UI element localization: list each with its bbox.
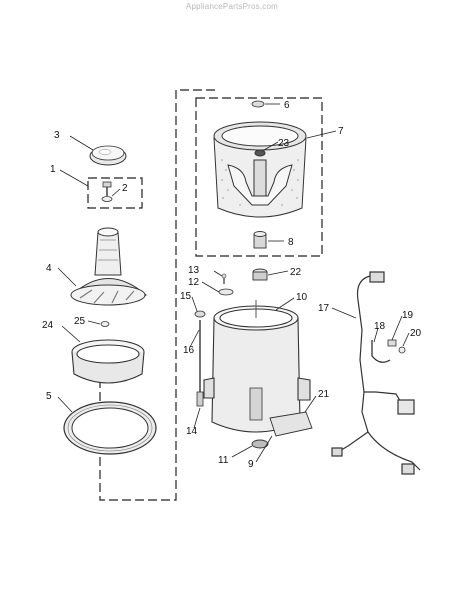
callout-4: 4 [46, 263, 52, 274]
callout-10: 10 [296, 292, 308, 303]
part-18-hose[interactable] [371, 340, 391, 363]
callout-20: 20 [410, 328, 422, 339]
group-connector-lines [87, 89, 323, 501]
watermark: AppliancePartsPros.com [186, 2, 278, 11]
basket-perforations [221, 159, 299, 206]
callout-18: 18 [374, 321, 386, 332]
part-25-washer[interactable] [100, 321, 110, 327]
callout-14: 14 [186, 426, 198, 437]
part-20-clip[interactable] [398, 346, 406, 354]
part-21-bracket[interactable] [269, 411, 313, 437]
callout-1: 1 [50, 164, 56, 175]
part-19-valve[interactable] [387, 339, 397, 347]
callout-21: 21 [318, 389, 330, 400]
callout-13: 13 [188, 265, 200, 276]
part-15-grommet[interactable] [194, 310, 206, 318]
part-7-wash-basket[interactable] [213, 121, 307, 218]
part-10-outer-tub[interactable] [203, 300, 311, 433]
part-14-spring[interactable] [196, 391, 204, 407]
callout-3: 3 [54, 130, 60, 141]
part-4-agitator[interactable] [70, 227, 147, 306]
callout-7: 7 [338, 126, 344, 137]
callout-15: 15 [180, 291, 192, 302]
part-12-plate[interactable] [218, 288, 234, 296]
callout-12: 12 [188, 277, 200, 288]
callout-24: 24 [42, 320, 54, 331]
part-6-nut[interactable] [251, 100, 265, 108]
callout-5: 5 [46, 391, 52, 402]
callout-8: 8 [288, 237, 294, 248]
callout-23: 23 [278, 138, 290, 149]
part-3-cap[interactable] [89, 145, 127, 166]
part-22-drive-block[interactable] [252, 268, 268, 281]
callout-9: 9 [248, 459, 254, 470]
callout-19: 19 [402, 310, 414, 321]
part-13-screw[interactable] [221, 273, 227, 284]
callout-6: 6 [284, 100, 290, 111]
callout-16: 16 [183, 345, 195, 356]
part-11-seal[interactable] [251, 439, 269, 449]
part-8-hub[interactable] [253, 231, 267, 249]
callout-labels: 3 1 2 4 24 25 5 6 7 23 8 22 10 13 12 15 … [42, 100, 422, 470]
leader-lines [57, 103, 410, 463]
callout-11: 11 [218, 455, 229, 466]
part-1-bolt-assembly[interactable] [101, 181, 113, 202]
part-24-ring[interactable] [71, 339, 145, 384]
callout-17: 17 [318, 303, 330, 314]
part-5-tub-ring[interactable] [63, 401, 157, 455]
part-17-wire-harness[interactable] [331, 271, 421, 475]
callout-25: 25 [74, 316, 86, 327]
callout-22: 22 [290, 267, 302, 278]
callout-2: 2 [122, 183, 128, 194]
